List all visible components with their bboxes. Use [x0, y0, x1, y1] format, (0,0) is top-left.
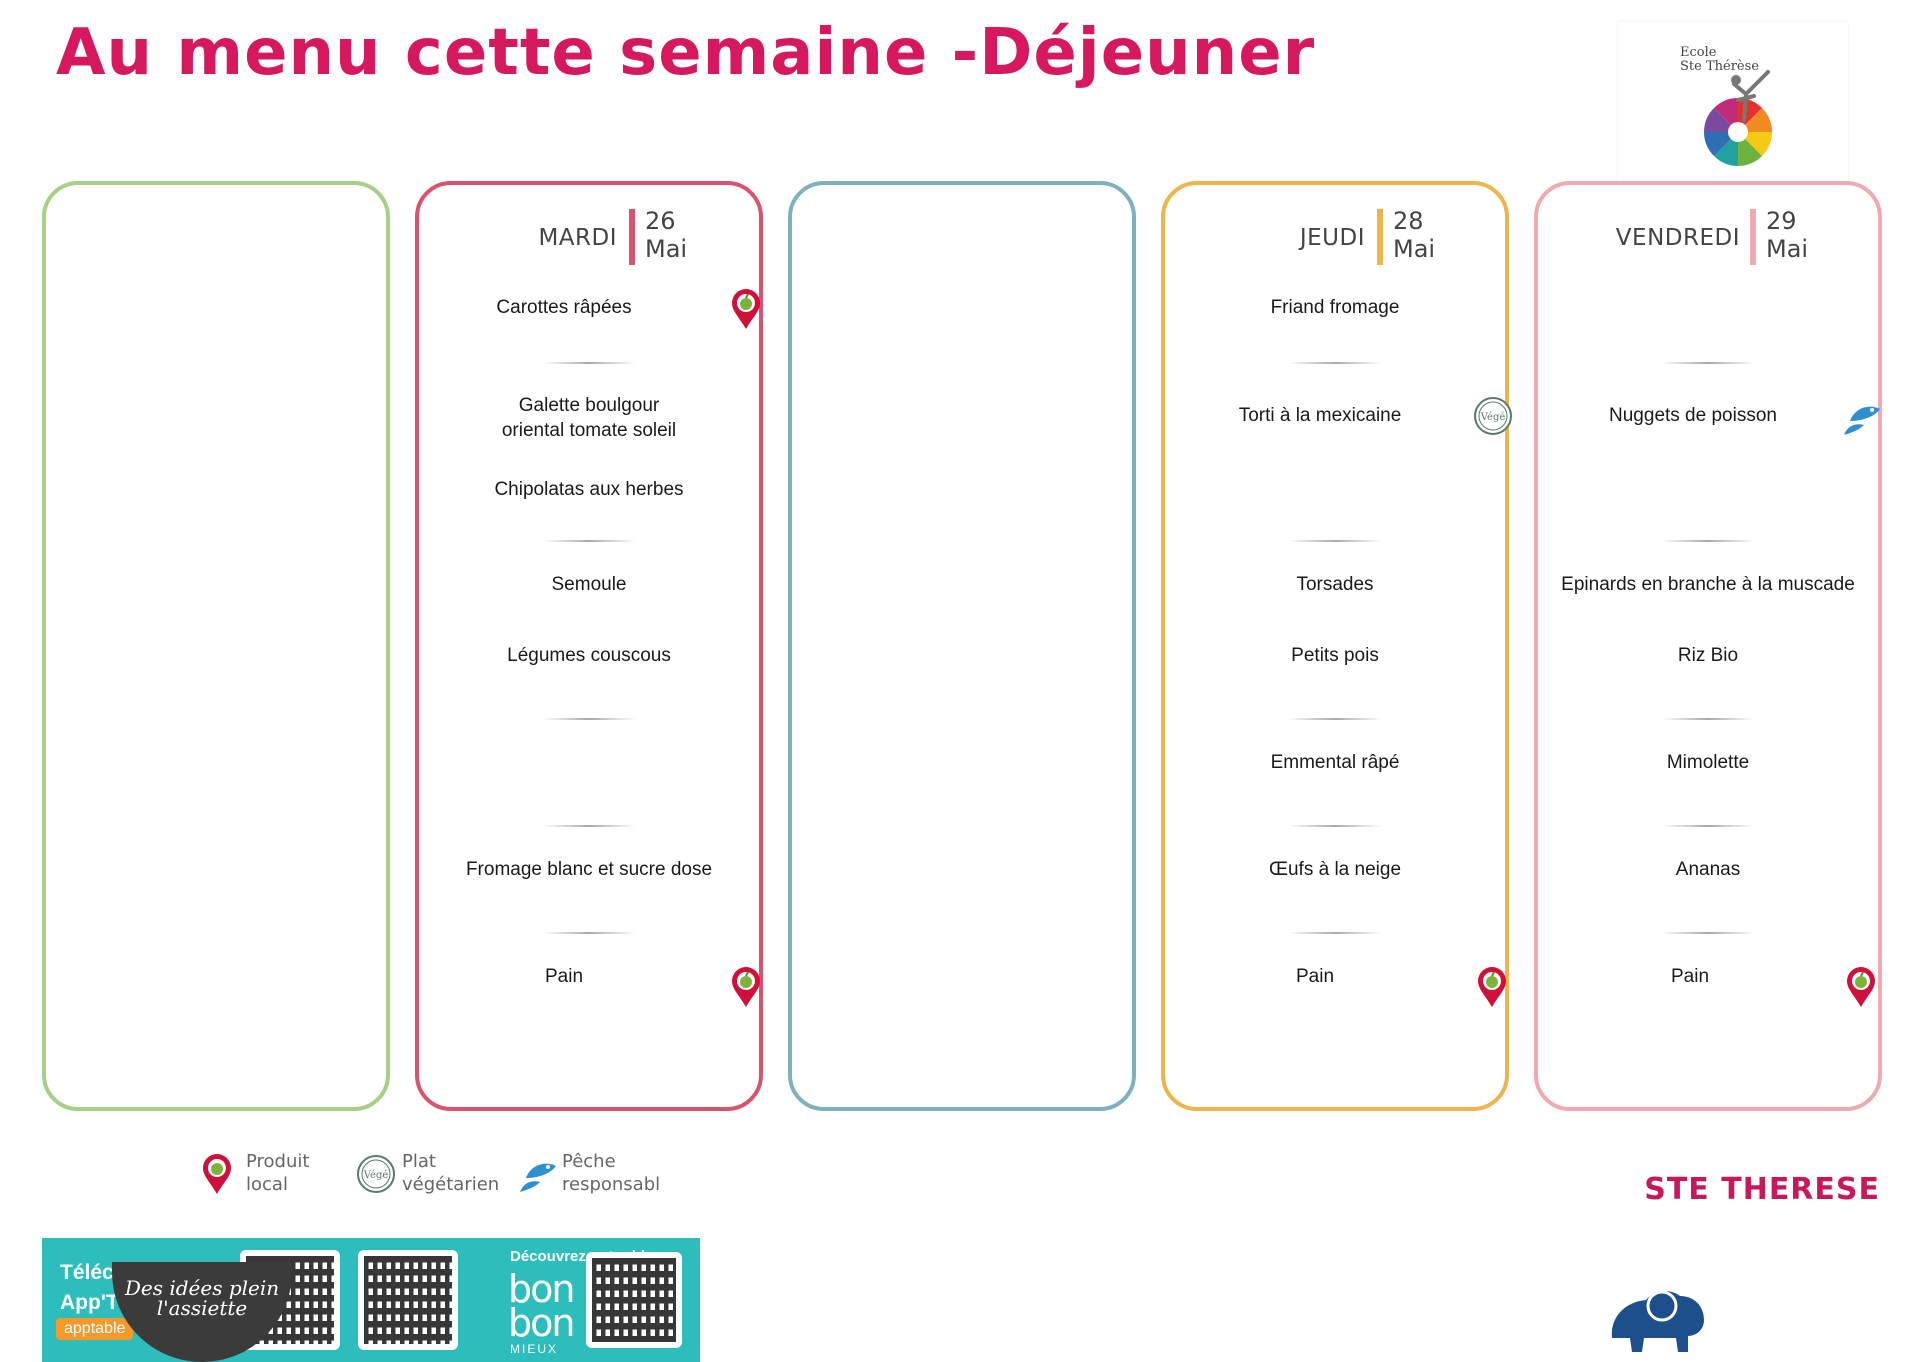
- separator: [1661, 932, 1755, 934]
- page-title: Au menu cette semaine -Déjeuner: [56, 16, 1316, 90]
- blog-sub: MIEUX: [510, 1342, 559, 1356]
- menu-item: Emmental râpé: [1270, 752, 1400, 773]
- menu-item: Torti à la mexicaine: [1238, 405, 1402, 426]
- menu-item: Semoule: [551, 574, 627, 595]
- vege-stamp-icon: Végé: [357, 1155, 395, 1193]
- menu-item: Nuggets de poisson: [1609, 405, 1777, 426]
- separator: [542, 540, 636, 542]
- legend-label: Produit local: [246, 1151, 310, 1195]
- school-logo-text: Ecole Ste Thérèse: [1680, 45, 1759, 74]
- pinwheel-icon: [1704, 70, 1772, 166]
- banner-text: Téléc App'T: [60, 1261, 119, 1314]
- menu-item: Légumes couscous: [507, 645, 671, 666]
- menu-item: Chipolatas aux herbes: [494, 479, 684, 500]
- day-header: VENDREDI 29 Mai: [1538, 197, 1878, 265]
- fish-icon: [1844, 406, 1880, 435]
- menu-item: Carottes râpées: [496, 297, 632, 318]
- day-card-tuesday: MARDI 26 Mai Carottes râpées Galette bou…: [415, 181, 763, 1111]
- svg-text:Végé: Végé: [1480, 412, 1506, 423]
- legend-label: Plat végétarien: [402, 1151, 500, 1195]
- day-card-monday: [42, 181, 390, 1111]
- day-divider: [1750, 209, 1756, 265]
- menu-item: Torsades: [1296, 574, 1374, 595]
- day-name: MARDI: [538, 225, 617, 251]
- pin-apple-icon: [203, 1154, 231, 1194]
- blog-logo: bon bon: [508, 1267, 575, 1345]
- vege-stamp-icon: Végé: [1474, 397, 1512, 435]
- legend-label: Pêche responsabl: [562, 1151, 661, 1195]
- menu-item: Epinards en branche à la muscade: [1561, 574, 1855, 595]
- separator: [542, 825, 636, 827]
- day-divider: [629, 209, 635, 265]
- separator: [1288, 540, 1382, 542]
- menu-item: Pain: [1670, 966, 1710, 987]
- day-card-thursday: JEUDI 28 Mai Friand fromage Torti à la m…: [1161, 181, 1512, 1111]
- menu-item: Ananas: [1675, 859, 1741, 880]
- separator: [542, 718, 636, 720]
- separator: [1288, 932, 1382, 934]
- menu-item: Mimolette: [1666, 752, 1750, 773]
- day-date: 26 Mai: [645, 207, 688, 263]
- qr-code[interactable]: [586, 1252, 682, 1348]
- menu-item: Pain: [544, 966, 584, 987]
- separator: [1661, 540, 1755, 542]
- day-date: 28 Mai: [1393, 207, 1436, 263]
- separator: [1661, 718, 1755, 720]
- day-header: MARDI 26 Mai: [419, 197, 759, 265]
- school-logo: Ecole Ste Thérèse: [1618, 22, 1848, 182]
- bison-logo-icon: [1611, 1290, 1704, 1352]
- day-divider: [1377, 209, 1383, 265]
- menu-item: Friand fromage: [1270, 297, 1400, 318]
- day-date: 29 Mai: [1766, 207, 1809, 263]
- day-header: JEUDI 28 Mai: [1165, 197, 1505, 265]
- menu-item: Riz Bio: [1677, 645, 1739, 666]
- pin-apple-icon: [732, 967, 760, 1007]
- menu-item: Galette boulgour oriental tomate soleil: [501, 395, 677, 441]
- svg-text:Végé: Végé: [363, 1170, 389, 1181]
- menu-item: Pain: [1295, 966, 1335, 987]
- separator: [1288, 825, 1382, 827]
- separator: [542, 932, 636, 934]
- qr-code[interactable]: [358, 1250, 458, 1350]
- bowl-logo-text: Des idées plein l'assiette: [124, 1276, 280, 1320]
- school-name: STE THERESE: [1644, 1172, 1880, 1207]
- pin-apple-icon: [1478, 967, 1506, 1007]
- pin-apple-icon: [1847, 967, 1875, 1007]
- apptable-tag: apptable: [56, 1318, 134, 1340]
- pin-apple-icon: [732, 289, 760, 329]
- day-card-wednesday: [788, 181, 1136, 1111]
- menu-item: Petits pois: [1291, 645, 1379, 666]
- day-card-friday: VENDREDI 29 Mai Nuggets de poisson Epina…: [1534, 181, 1882, 1111]
- separator: [1661, 825, 1755, 827]
- separator: [1661, 362, 1755, 364]
- menu-item: Fromage blanc et sucre dose: [465, 859, 713, 880]
- fish-icon: [520, 1163, 556, 1192]
- menu-item: Œufs à la neige: [1268, 859, 1402, 880]
- day-name: JEUDI: [1299, 225, 1365, 251]
- day-name: VENDREDI: [1615, 225, 1740, 251]
- separator: [542, 362, 636, 364]
- separator: [1288, 362, 1382, 364]
- separator: [1288, 718, 1382, 720]
